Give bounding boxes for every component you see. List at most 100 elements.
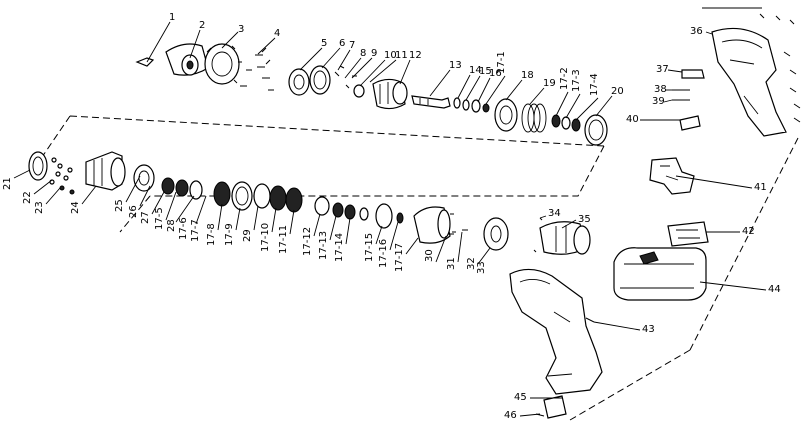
part-gear-housing-12	[372, 78, 408, 110]
callout-c17_15: 17-15	[364, 233, 375, 262]
callout-c28: 28	[166, 219, 177, 232]
part-spindle-lock-24	[85, 151, 126, 191]
part-housing-half-36	[711, 27, 787, 137]
callout-c39: 39	[652, 96, 665, 107]
callout-c17_10: 17-10	[260, 223, 271, 252]
callout-c24: 24	[70, 201, 81, 214]
part-chuck	[165, 43, 209, 76]
part-washer-10	[353, 84, 365, 98]
part-gear-carrier-25-26	[133, 164, 155, 192]
callout-c25: 25	[114, 199, 125, 212]
callout-c17_7: 17-7	[190, 219, 201, 242]
callout-c36: 36	[690, 26, 703, 37]
part-terminal-block-42	[667, 221, 709, 247]
part-gear-ring-6	[309, 65, 331, 95]
part-ring-gear-29	[231, 181, 253, 211]
part-washers-14-16	[453, 97, 490, 113]
assembly-guide-line	[39, 115, 605, 233]
callout-c12: 12	[409, 50, 422, 61]
part-balls-22	[49, 157, 73, 185]
part-screw-row-top	[702, 7, 795, 25]
callout-c1: 1	[169, 12, 175, 23]
part-pins-23	[59, 185, 75, 195]
callout-c37: 37	[656, 64, 669, 75]
part-spring-19	[521, 103, 547, 133]
part-gears-17-2-to-17-4	[551, 114, 581, 132]
callout-c46: 46	[504, 410, 517, 421]
part-battery-44	[613, 247, 707, 301]
part-screws-31-32	[448, 229, 468, 235]
part-ring-gear-18	[494, 98, 518, 132]
part-gear-ring-5	[288, 68, 310, 96]
callout-c34: 34	[548, 208, 561, 219]
callout-c45: 45	[514, 392, 527, 403]
callout-c17_6: 17-6	[178, 217, 189, 240]
callout-c33: 33	[476, 261, 487, 274]
callout-c11: 11	[395, 50, 408, 61]
callout-c3: 3	[238, 24, 244, 35]
callout-c17_8: 17-8	[206, 223, 217, 246]
callout-c5: 5	[321, 38, 327, 49]
callout-c35: 35	[578, 214, 591, 225]
callout-c27: 27	[140, 211, 151, 224]
callout-c17_4: 17-4	[589, 73, 600, 96]
part-ring-21	[28, 151, 48, 181]
part-screws-4	[240, 47, 274, 91]
callout-c8: 8	[360, 48, 366, 59]
callout-c30: 30	[424, 249, 435, 262]
callout-c41: 41	[754, 182, 767, 193]
callout-c17_17: 17-17	[394, 243, 405, 272]
callout-c9: 9	[371, 48, 377, 59]
callout-c17_5: 17-5	[154, 207, 165, 230]
callout-c42: 42	[742, 226, 755, 237]
callout-c17_11: 17-11	[278, 225, 289, 254]
callout-c31: 31	[446, 257, 457, 270]
callout-c17_16: 17-16	[378, 239, 389, 268]
callout-c17_12: 17-12	[302, 227, 313, 256]
part-gears-17-13-to-17-16	[314, 196, 404, 229]
callout-c16: 16	[489, 68, 502, 79]
part-spindle-13	[411, 95, 451, 109]
callout-c43: 43	[642, 324, 655, 335]
part-pins-7-8	[334, 65, 357, 89]
callout-c2: 2	[199, 20, 205, 31]
callout-c20: 20	[611, 86, 624, 97]
callout-c23: 23	[34, 201, 45, 214]
callout-c44: 44	[768, 284, 781, 295]
part-belt-clip-45	[543, 395, 567, 419]
callout-c40: 40	[626, 114, 639, 125]
callout-c4: 4	[274, 28, 280, 39]
callout-c10: 10	[384, 50, 397, 61]
part-bit-tip	[135, 57, 155, 67]
callout-c18: 18	[521, 70, 534, 81]
callout-c19: 19	[543, 78, 556, 89]
leader-lines	[13, 21, 767, 417]
callout-c32: 32	[466, 257, 477, 270]
assembly-guide-line-right	[569, 137, 799, 421]
callout-c17_14: 17-14	[334, 233, 345, 262]
part-housing-half-left	[509, 268, 603, 395]
part-chuck-collar	[204, 43, 242, 85]
callout-c13: 13	[449, 60, 462, 71]
callout-c17_2: 17-2	[559, 67, 570, 90]
callout-c38: 38	[654, 84, 667, 95]
part-motor-plate-33	[483, 217, 509, 251]
callout-c17_1: 17-1	[496, 51, 507, 74]
part-ring-20	[584, 114, 608, 146]
part-trigger-switch-41	[649, 157, 695, 195]
callout-c15: 15	[479, 66, 492, 77]
callout-c17_3: 17-3	[571, 69, 582, 92]
part-screw-43	[585, 317, 595, 323]
callout-c17_9: 17-9	[224, 223, 235, 246]
part-planet-gears-27-28	[161, 177, 203, 200]
callout-c29: 29	[242, 229, 253, 242]
part-spring-38-39	[672, 89, 690, 101]
callout-c14: 14	[469, 65, 482, 76]
callout-c26: 26	[128, 205, 139, 218]
part-motor-35	[539, 221, 591, 255]
callout-c22: 22	[22, 191, 33, 204]
part-screws-right	[783, 51, 801, 123]
